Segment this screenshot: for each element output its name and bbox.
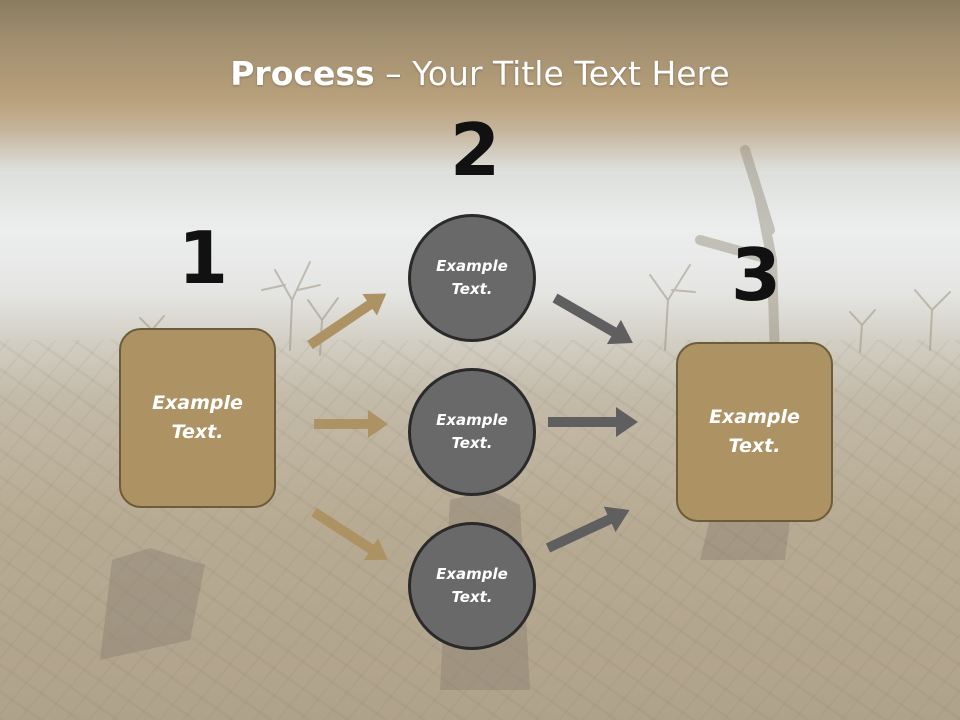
arrow-left-to-bottom: [311, 507, 388, 560]
step-1-box-text: Example Text.: [152, 392, 243, 443]
step-3-box: Example Text.: [676, 342, 833, 522]
step-2-circle-bottom: Example Text.: [408, 522, 536, 650]
step-3-box-text: Example Text.: [709, 406, 800, 457]
step-number-1: 1: [178, 216, 229, 300]
step-1-box: Example Text.: [119, 328, 276, 508]
step-2-circle-top: Example Text.: [408, 214, 536, 342]
arrow-top-to-right: [552, 293, 633, 345]
arrow-bottom-to-right: [545, 506, 630, 553]
arrow-left-to-middle: [314, 410, 388, 438]
circle-middle-text: Example Text.: [436, 411, 508, 452]
step-number-2: 2: [450, 108, 501, 192]
circle-bottom-text: Example Text.: [436, 565, 508, 606]
arrow-left-to-top: [307, 293, 387, 350]
title-bold-word: Process: [230, 54, 375, 93]
slide-title: Process – Your Title Text Here: [0, 54, 960, 93]
title-rest: – Your Title Text Here: [374, 54, 730, 93]
step-number-3: 3: [731, 233, 782, 317]
circle-top-text: Example Text.: [436, 257, 508, 298]
step-2-circle-middle: Example Text.: [408, 368, 536, 496]
arrow-middle-to-right: [548, 407, 638, 437]
